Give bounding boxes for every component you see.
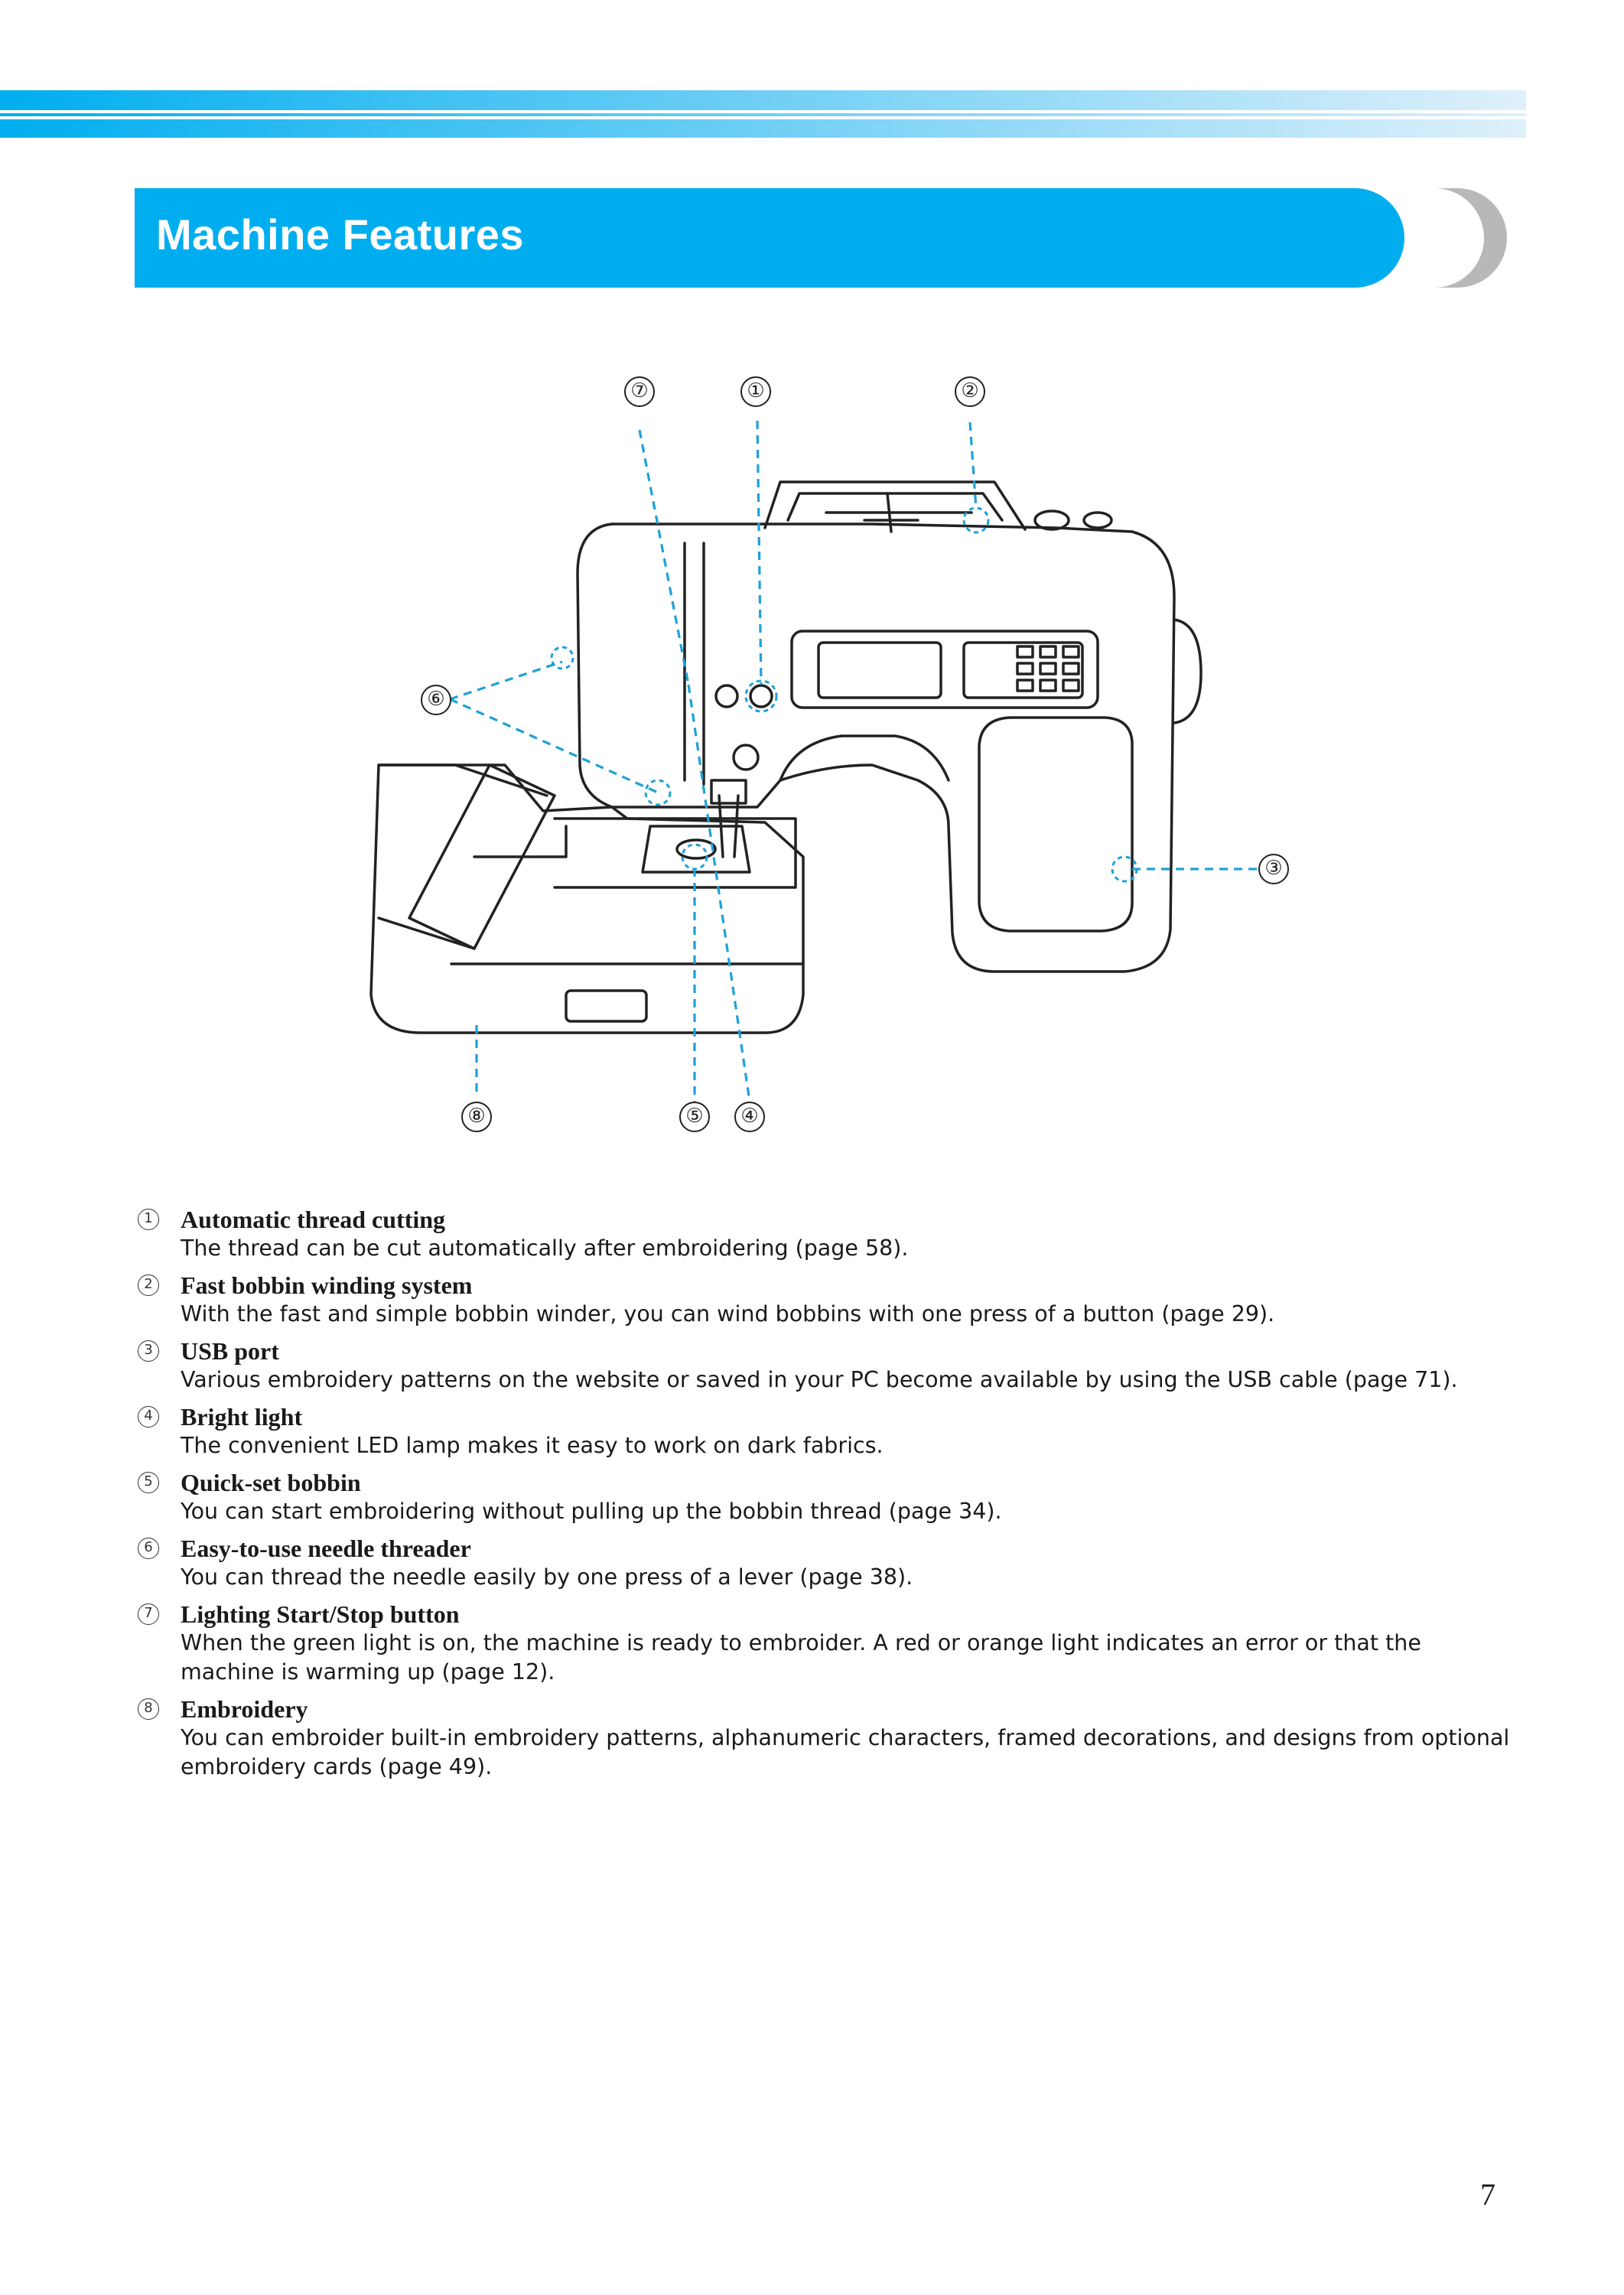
chevron-decoration-icon [1423,188,1507,288]
feature-title: USB port [181,1337,279,1365]
feature-title: Quick-set bobbin [181,1469,361,1496]
feature-item: 3 USB port Various embroidery patterns o… [135,1336,1512,1395]
feature-number: 4 [138,1406,159,1427]
feature-description: With the fast and simple bobbin winder, … [181,1301,1275,1327]
feature-item: 4 Bright light The convenient LED lamp m… [135,1402,1512,1460]
callout-5: ⑤ [679,1102,710,1132]
feature-number: 2 [138,1274,159,1296]
feature-item: 1 Automatic thread cutting The thread ca… [135,1205,1512,1263]
section-header: Machine Features [135,188,1404,288]
feature-number: 3 [138,1340,159,1362]
feature-number: 8 [138,1698,159,1720]
callout-2: ② [955,376,985,407]
feature-title: Embroidery [181,1695,308,1723]
feature-item: 2 Fast bobbin winding system With the fa… [135,1271,1512,1329]
machine-illustration: ⑦ ① ② ⑥ ③ ⑧ ⑤ ④ [337,367,1300,1170]
page-title: Machine Features [156,210,525,259]
callout-4: ④ [734,1102,765,1132]
feature-title: Automatic thread cutting [181,1206,446,1233]
feature-description: You can thread the needle easily by one … [181,1564,913,1590]
feature-list: 1 Automatic thread cutting The thread ca… [135,1205,1512,1789]
feature-description: Various embroidery patterns on the websi… [181,1367,1458,1392]
feature-description: When the green light is on, the machine … [181,1630,1421,1685]
feature-description: You can embroider built-in embroidery pa… [181,1725,1510,1779]
callout-7: ⑦ [624,376,655,407]
feature-description: The convenient LED lamp makes it easy to… [181,1433,884,1458]
feature-title: Fast bobbin winding system [181,1271,473,1299]
top-stripe-bar [0,90,1526,138]
feature-number: 1 [138,1209,159,1230]
callout-1: ① [740,376,771,407]
callout-8: ⑧ [461,1102,492,1132]
sewing-machine-drawing-icon [369,420,1258,1102]
callout-3: ③ [1258,854,1289,884]
feature-description: You can start embroidering without pulli… [181,1499,1002,1524]
feature-title: Lighting Start/Stop button [181,1600,460,1628]
feature-number: 7 [138,1603,159,1625]
feature-item: 5 Quick-set bobbin You can start embroid… [135,1468,1512,1526]
feature-item: 6 Easy-to-use needle threader You can th… [135,1534,1512,1592]
feature-title: Easy-to-use needle threader [181,1535,471,1562]
feature-item: 8 Embroidery You can embroider built-in … [135,1694,1512,1782]
feature-title: Bright light [181,1403,303,1431]
feature-number: 5 [138,1472,159,1493]
page-number: 7 [1480,2177,1495,2212]
feature-item: 7 Lighting Start/Stop button When the gr… [135,1600,1512,1687]
callout-6: ⑥ [421,685,451,715]
feature-description: The thread can be cut automatically afte… [181,1235,909,1261]
feature-number: 6 [138,1538,159,1559]
